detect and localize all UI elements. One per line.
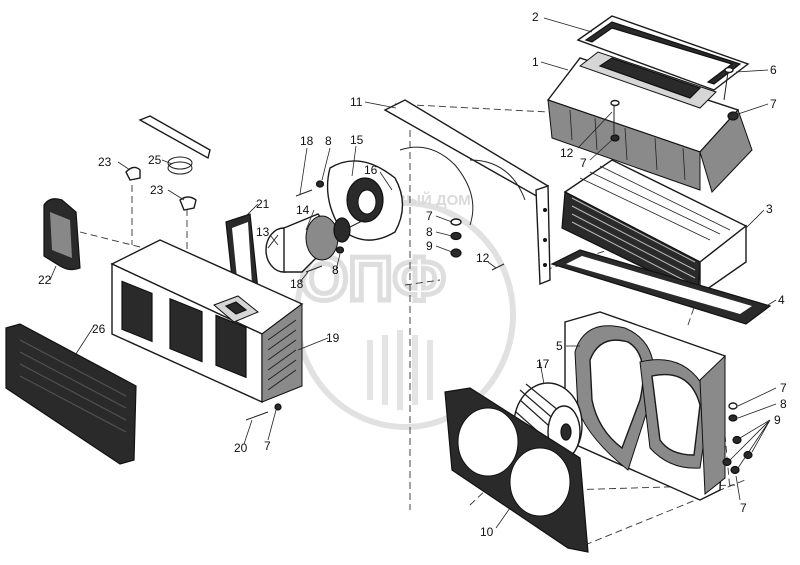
label-12: 12 [560,146,574,160]
label-2: 2 [532,10,539,24]
label-7: 7 [264,439,271,453]
part-3-radiator [561,159,748,296]
label-18: 18 [290,277,304,291]
part-10-front-gasket [444,387,589,553]
label-4: 4 [778,293,785,307]
label-15: 15 [350,133,364,147]
label-5: 5 [556,339,563,353]
label-22: 22 [38,273,52,287]
label-11: 11 [350,95,363,109]
label-8: 8 [325,134,332,148]
part-1-upper-housing [546,51,753,193]
label-17: 17 [536,357,550,371]
label-9: 9 [426,239,433,253]
label-8: 8 [332,263,339,277]
fasteners [245,66,753,475]
part-4-lower-gasket [550,249,772,325]
part-5-fan-housing [564,311,726,501]
part-13-lead [267,234,279,249]
label-7: 7 [780,381,787,395]
label-9: 9 [774,413,781,427]
label-10: 10 [480,525,494,539]
part-14-motor [265,213,369,273]
part-26-front-panel [5,323,137,465]
part-19-front-housing [110,239,304,404]
part-11-bracket [383,99,551,286]
label-7: 7 [740,501,747,515]
part-22-grille [43,198,81,271]
label-18: 18 [300,134,314,148]
label-23: 23 [98,155,112,169]
label-7: 7 [426,209,433,223]
label-12: 12 [476,251,490,265]
label-13: 13 [256,225,270,239]
label-7: 7 [770,97,777,111]
label-26: 26 [92,322,106,336]
label-7: 7 [580,156,587,170]
label-6: 6 [770,63,777,77]
label-21: 21 [256,197,270,211]
label-25: 25 [148,153,162,167]
part-2-frame-gasket [576,15,750,91]
label-23: 23 [150,183,164,197]
leader-lines [49,17,777,529]
label-8: 8 [780,397,787,411]
label-1: 1 [532,55,539,69]
part-number-labels: 2 1 6 7 12 7 3 4 11 18 8 15 16 14 13 7 8… [38,10,787,539]
label-16: 16 [364,163,378,177]
label-20: 20 [234,441,248,455]
label-3: 3 [766,202,773,216]
label-14: 14 [296,203,310,217]
part-25-linkage [125,115,211,211]
label-19: 19 [326,331,340,345]
label-8: 8 [426,225,433,239]
